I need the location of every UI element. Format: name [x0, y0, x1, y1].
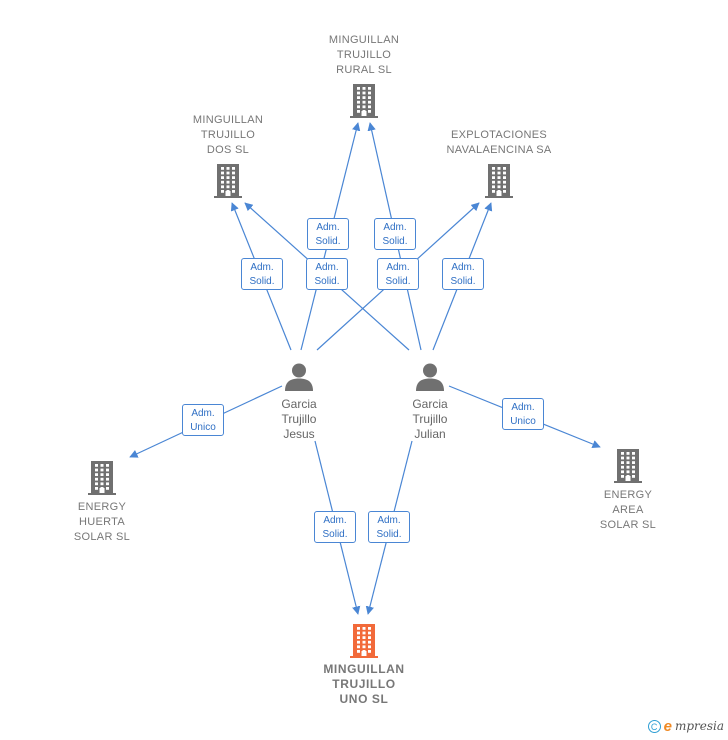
- edge-label-line: Adm.: [386, 262, 410, 273]
- company-label-huerta[interactable]: ENERGY HUERTA SOLAR SL: [27, 500, 177, 545]
- company-label-line: ENERGY: [603, 489, 653, 501]
- edge-label-line: Unico: [190, 422, 216, 433]
- company-label-rural[interactable]: MINGUILLAN TRUJILLO RURAL SL: [289, 33, 439, 78]
- edge-label-line: Adm.: [191, 408, 215, 419]
- company-label-line: RURAL SL: [336, 64, 392, 76]
- edge-label-line: Unico: [510, 416, 536, 427]
- company-label-line: TRUJILLO: [336, 49, 392, 61]
- edge-label-line: Solid.: [376, 529, 402, 540]
- person-label-line: Trujillo: [412, 412, 448, 426]
- edge-label-line: Adm.: [451, 262, 475, 273]
- edge-label[interactable]: Adm. Solid.: [241, 258, 283, 290]
- edge-label-line: Adm.: [511, 402, 535, 413]
- person-label-line: Garcia: [281, 397, 317, 411]
- edge-label-line: Solid.: [382, 236, 408, 247]
- person-icon[interactable]: [415, 362, 445, 397]
- company-label-line: AREA: [612, 504, 644, 516]
- edge-label-line: Solid.: [450, 276, 476, 287]
- company-label-line: DOS SL: [206, 144, 250, 156]
- company-label-line: EXPLOTACIONES: [451, 129, 547, 141]
- edge-label-line: Solid.: [385, 276, 411, 287]
- company-building-icon[interactable]: [613, 449, 643, 488]
- edge-label-line: Adm.: [316, 222, 340, 233]
- person-label-line: Julian: [414, 427, 446, 441]
- edge-label-line: Adm.: [383, 222, 407, 233]
- company-label-line: MINGUILLAN: [328, 34, 400, 46]
- company-label-line: MINGUILLAN: [192, 114, 264, 126]
- company-label-line: NAVALAENCINA SA: [446, 144, 552, 156]
- edge-label-line: Solid.: [315, 236, 341, 247]
- company-building-icon[interactable]: [213, 164, 243, 203]
- company-label-line: TRUJILLO: [200, 129, 256, 141]
- company-building-icon[interactable]: [484, 164, 514, 203]
- company-label-line: MINGUILLAN: [323, 662, 405, 676]
- main-company-building-icon[interactable]: [349, 624, 379, 663]
- edge-label[interactable]: Adm. Solid.: [307, 218, 349, 250]
- company-label-line: HUERTA: [78, 516, 125, 528]
- company-building-icon[interactable]: [349, 84, 379, 123]
- edge-label[interactable]: Adm. Solid.: [374, 218, 416, 250]
- company-label-line: SOLAR SL: [599, 519, 657, 531]
- person-label-line: Jesus: [283, 427, 315, 441]
- edge-label[interactable]: Adm. Unico: [182, 404, 224, 436]
- company-building-icon[interactable]: [87, 461, 117, 500]
- edge-label[interactable]: Adm. Unico: [502, 398, 544, 430]
- brand-logo-text: mpresia: [674, 719, 724, 733]
- company-label-area[interactable]: ENERGY AREA SOLAR SL: [553, 488, 703, 533]
- edge-label[interactable]: Adm. Solid.: [368, 511, 410, 543]
- company-label-line: TRUJILLO: [332, 677, 396, 691]
- edge-label[interactable]: Adm. Solid.: [442, 258, 484, 290]
- company-label-line: UNO SL: [339, 692, 389, 706]
- person-label-line: Trujillo: [281, 412, 317, 426]
- edge-label[interactable]: Adm. Solid.: [377, 258, 419, 290]
- edge-label-line: Adm.: [250, 262, 274, 273]
- edge-label[interactable]: Adm. Solid.: [306, 258, 348, 290]
- edge-label-line: Adm.: [377, 515, 401, 526]
- company-label-line: SOLAR SL: [73, 531, 131, 543]
- edge-label-line: Solid.: [314, 276, 340, 287]
- edge-label-line: Solid.: [249, 276, 275, 287]
- company-label-line: ENERGY: [77, 501, 127, 513]
- person-label-line: Garcia: [412, 397, 448, 411]
- company-label-dos[interactable]: MINGUILLAN TRUJILLO DOS SL: [153, 113, 303, 158]
- edge-label-line: Adm.: [323, 515, 347, 526]
- copyright-icon: C: [647, 719, 661, 733]
- edge-label-line: Adm.: [315, 262, 339, 273]
- edge-label[interactable]: Adm. Solid.: [314, 511, 356, 543]
- company-label-navalaencina[interactable]: EXPLOTACIONES NAVALAENCINA SA: [424, 128, 574, 158]
- brand-logo-initial: e: [663, 717, 672, 735]
- person-icon[interactable]: [284, 362, 314, 397]
- edge-label-line: Solid.: [322, 529, 348, 540]
